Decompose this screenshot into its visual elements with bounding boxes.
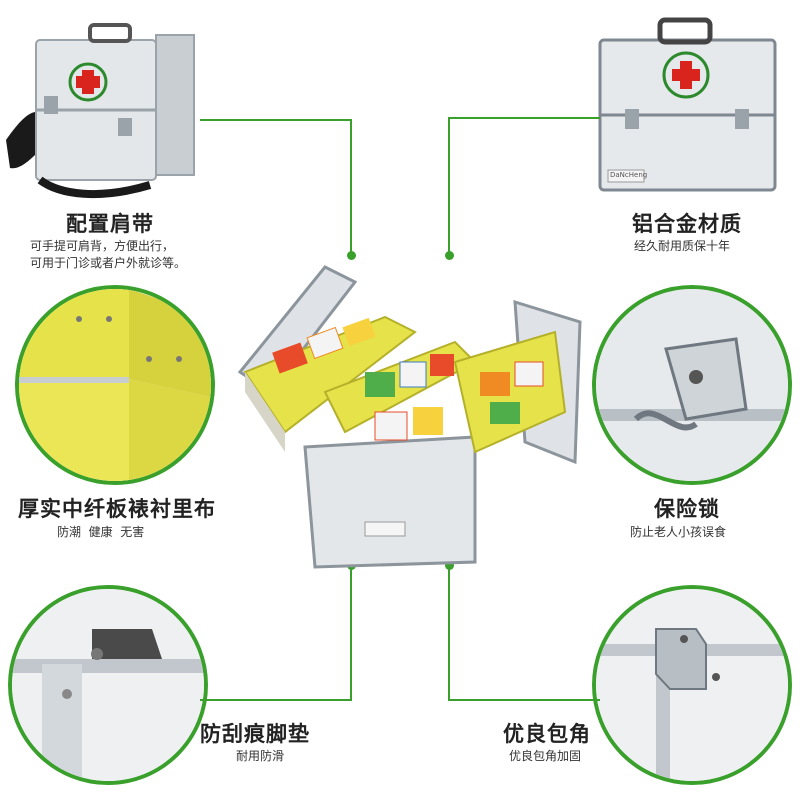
feature-desc-aluminum: 经久耐用质保十年 xyxy=(634,239,731,253)
feature-image-foot-pad xyxy=(8,585,208,785)
connector-line xyxy=(448,117,600,119)
feature-desc-shoulder-strap-2: 可用于门诊或者户外就诊等。 xyxy=(30,256,187,270)
connector-line xyxy=(200,699,352,701)
feature-image-aluminum: DaNcHeng xyxy=(590,15,790,195)
main-product-image xyxy=(225,262,595,572)
connector-line xyxy=(350,567,352,700)
feature-image-shoulder-strap xyxy=(0,0,200,200)
feature-desc-lock: 防止老人小孩误食 xyxy=(630,525,727,539)
feature-title-corner-guard: 优良包角 xyxy=(503,722,591,746)
connector-dot xyxy=(445,251,454,260)
connector-line xyxy=(350,119,352,255)
connector-line xyxy=(448,699,600,701)
feature-title-foot-pad: 防刮痕脚垫 xyxy=(200,722,310,746)
feature-title-lock: 保险锁 xyxy=(654,497,720,521)
connector-line xyxy=(448,567,450,700)
feature-desc-foot-pad: 耐用防滑 xyxy=(236,749,285,763)
connector-line xyxy=(200,119,352,121)
brand-badge: DaNcHeng xyxy=(610,171,648,179)
connector-line xyxy=(448,117,450,255)
feature-title-aluminum: 铝合金材质 xyxy=(632,212,742,236)
feature-image-lock xyxy=(592,285,792,485)
feature-desc-corner-guard: 优良包角加固 xyxy=(509,749,582,763)
feature-desc-liner: 防潮 健康 无害 xyxy=(57,525,145,539)
connector-dot xyxy=(445,561,454,570)
feature-title-shoulder-strap: 配置肩带 xyxy=(66,212,154,236)
connector-dot xyxy=(347,251,356,260)
feature-image-corner-guard xyxy=(592,585,792,785)
feature-desc-shoulder-strap-1: 可手提可肩背，方便出行， xyxy=(30,239,175,253)
feature-image-liner xyxy=(15,285,215,485)
feature-title-liner: 厚实中纤板裱衬里布 xyxy=(18,497,216,521)
